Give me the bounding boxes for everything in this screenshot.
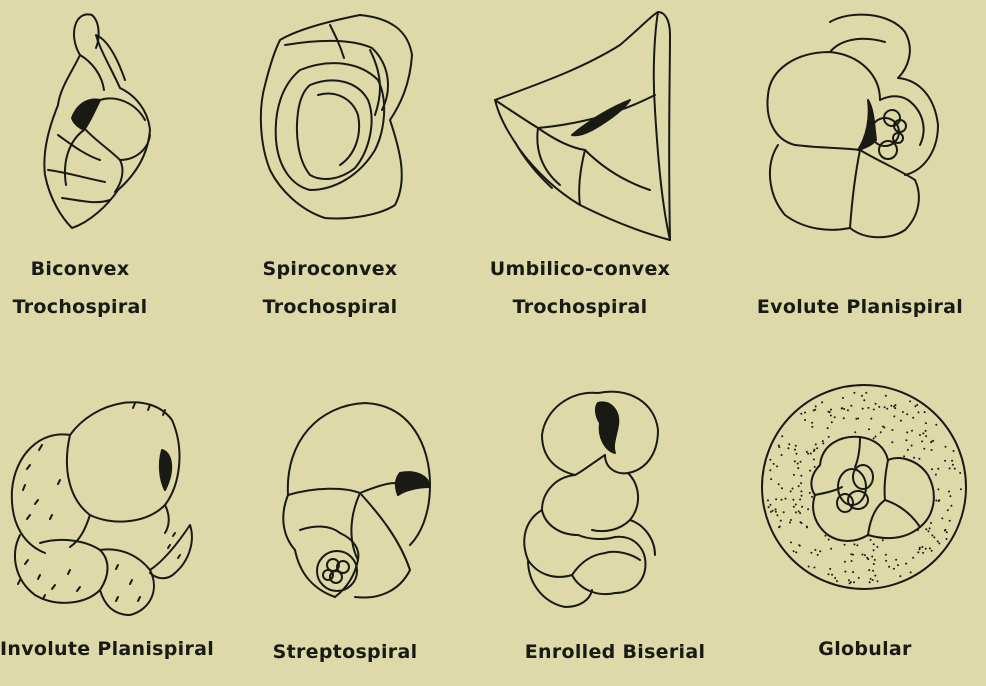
caption-umbilico-convex: Umbilico-convex Trochospiral xyxy=(480,250,680,326)
caption-involute-planispiral: Involute Planispiral xyxy=(0,630,210,668)
caption-evolute-planispiral: Evolute Planispiral xyxy=(740,288,980,326)
biconvex-shell-icon xyxy=(0,0,200,250)
streptospiral-shell-icon xyxy=(240,375,460,625)
caption-spiroconvex: Spiroconvex Trochospiral xyxy=(240,250,420,326)
globular-shell-icon xyxy=(760,375,986,625)
umbilico-convex-shell-icon xyxy=(480,0,700,250)
enrolled-biserial-shell-icon xyxy=(480,375,700,625)
caption-biconvex: Biconvex Trochospiral xyxy=(0,250,160,326)
caption-enrolled-biserial: Enrolled Biserial xyxy=(510,633,720,671)
spiroconvex-shell-icon xyxy=(240,0,440,250)
caption-streptospiral: Streptospiral xyxy=(240,633,450,671)
evolute-planispiral-shell-icon xyxy=(740,0,970,250)
involute-planispiral-shell-icon xyxy=(0,375,220,625)
caption-globular: Globular xyxy=(780,630,950,668)
